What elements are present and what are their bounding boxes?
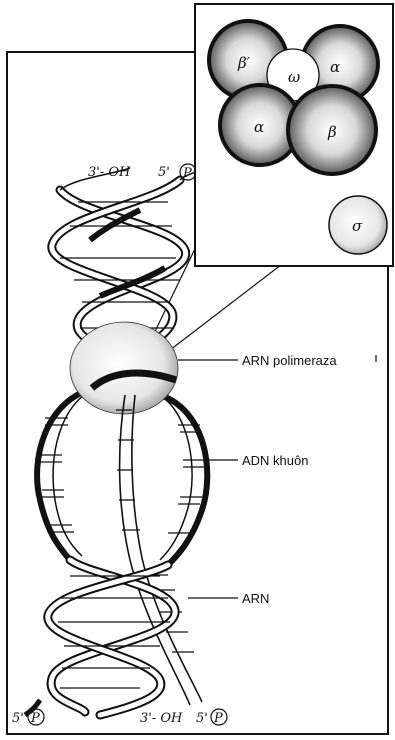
subunit-label-sigma: σ (352, 217, 363, 235)
end-label-top-p: P (182, 166, 192, 181)
label-template-dna: ADN khuôn (242, 453, 308, 468)
subunit-label-beta: β (327, 123, 337, 141)
inset-connector-right (170, 258, 290, 350)
end-label-bottom-left-p: P (30, 711, 40, 726)
label-rna: ARN (242, 591, 269, 606)
end-label-bottom-left-5: 5' (12, 711, 24, 726)
subunit-label-alpha-bottom: α (254, 118, 264, 136)
label-rna-polymerase: ARN polimeraza (242, 353, 337, 368)
lower-helix (25, 560, 175, 715)
end-label-bottom-3oh: 3'- OH (140, 711, 183, 726)
end-label-bottom-right-p: P (213, 711, 223, 726)
subunit-label-omega: ω (288, 68, 300, 86)
subunit-label-alpha-top: α (330, 58, 340, 76)
subunit-label-beta-prime: β′ (237, 54, 251, 72)
end-label-bottom-right-5: 5' (196, 711, 208, 726)
end-label-top-3oh: 3'- OH (88, 165, 131, 180)
end-label-top-5: 5' (158, 165, 170, 180)
